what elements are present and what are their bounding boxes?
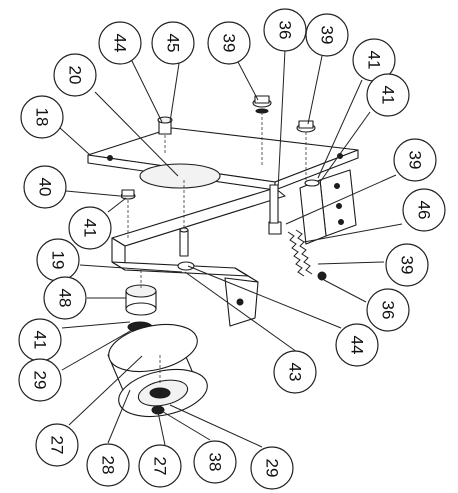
callout-balloon: 39 (385, 243, 429, 287)
callout-balloon: 38 (193, 440, 237, 484)
callout-balloon: 28 (86, 443, 130, 487)
callout-label: 40 (36, 178, 55, 197)
callout-balloon: 39 (207, 21, 251, 65)
callout-balloon: 43 (273, 350, 317, 394)
callout-label: 36 (276, 21, 295, 40)
center-lines (127, 112, 307, 385)
spacer (125, 284, 157, 333)
callout-label: 29 (263, 459, 282, 478)
callout-label: 48 (56, 289, 75, 308)
callout-label: 45 (164, 34, 183, 53)
callout-label: 41 (379, 86, 398, 105)
callout-balloon: 19 (36, 238, 80, 282)
callout-balloon: 44 (98, 21, 142, 65)
callout-balloon: 41 (366, 73, 410, 117)
callout-label: 43 (286, 363, 305, 382)
callout-label: 39 (398, 256, 417, 275)
callout-balloon: 39 (393, 138, 437, 182)
callout-label: 39 (318, 26, 337, 45)
callout-balloon: 27 (35, 423, 79, 467)
callout-balloon: 36 (263, 8, 307, 52)
callout-balloon: 41 (68, 206, 112, 250)
top-plate (87, 127, 359, 191)
callout-balloon: 40 (23, 165, 67, 209)
wheel (107, 323, 208, 418)
callout-label: 39 (406, 151, 425, 170)
callout-label: 38 (206, 453, 225, 472)
leader-lines (59, 49, 403, 448)
callout-label: 41 (31, 331, 50, 350)
callout-label: 41 (365, 51, 384, 70)
callout-label: 27 (151, 457, 170, 476)
callout-label: 44 (111, 34, 130, 53)
callout-label: 39 (220, 34, 239, 53)
callout-balloon: 48 (43, 276, 87, 320)
callout-balloon: 29 (18, 358, 62, 402)
callout-balloon: 39 (305, 13, 349, 57)
callout-label: 27 (48, 436, 67, 455)
callout-balloon: 20 (53, 53, 97, 97)
callout-label: 46 (415, 201, 434, 220)
callout-label: 20 (66, 66, 85, 85)
callout-balloon: 36 (366, 288, 410, 332)
callout-balloon: 44 (335, 323, 379, 367)
callout-label: 18 (33, 108, 52, 127)
callout-balloon: 45 (151, 21, 195, 65)
callout-label: 29 (31, 371, 50, 390)
callout-balloons: 44 45 39 36 39 20 41 41 (18, 8, 446, 490)
spring (287, 229, 327, 281)
callout-label: 41 (81, 219, 100, 238)
callout-label: 36 (379, 301, 398, 320)
callout-label: 19 (49, 251, 68, 270)
callout-label: 28 (99, 456, 118, 475)
callout-balloon: 27 (138, 444, 182, 488)
callout-balloon: 46 (402, 188, 446, 232)
z-bracket (111, 187, 286, 283)
callout-label: 44 (348, 336, 367, 355)
callout-balloon: 29 (250, 446, 294, 490)
callout-balloon: 18 (20, 95, 64, 139)
lower-tab-bracket (224, 277, 259, 327)
callout-balloon: 41 (18, 318, 62, 362)
